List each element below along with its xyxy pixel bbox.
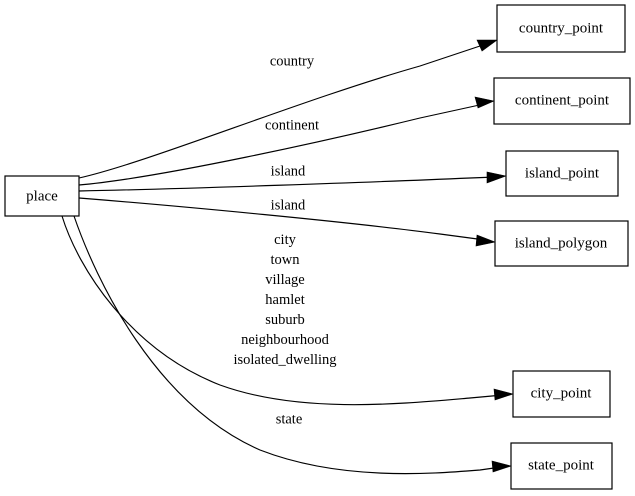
arrow-head-continent: [474, 96, 495, 109]
node-rect-continent-point: [493, 77, 631, 125]
edge-label-island-polygon: island: [271, 197, 306, 213]
edge-place-to-country-point[interactable]: [78, 39, 498, 179]
node-country-point[interactable]: country_point: [496, 4, 626, 53]
edge-path-state: [73, 215, 502, 475]
node-rect-country-point: [496, 4, 626, 53]
edge-label-country: country: [270, 53, 315, 69]
node-rect-island-polygon: [494, 220, 629, 267]
edge-label-city-multiline: city town village hamlet suburb neighbourhood…: [233, 232, 336, 368]
edge-place-to-state-point[interactable]: [73, 215, 513, 475]
edge-place-to-continent-point[interactable]: [78, 96, 495, 186]
node-island-polygon[interactable]: island_polygon: [494, 220, 629, 267]
node-rect-place: [4, 175, 80, 217]
edge-label-line: suburb: [265, 312, 304, 328]
node-label-country-point: country_point: [519, 20, 604, 36]
node-label-island-point: island_point: [525, 165, 600, 181]
edge-label-line: city: [274, 232, 296, 248]
node-rect-island-point: [505, 150, 619, 197]
edge-label-line: village: [265, 272, 304, 288]
arrow-head-island-polygon: [475, 234, 497, 247]
edge-label-continent: continent: [265, 117, 319, 133]
edge-path-island-polygon: [78, 197, 486, 241]
nodes-layer: place country_point continent_point isla…: [4, 4, 631, 490]
edge-label-line: hamlet: [265, 292, 304, 308]
node-rect-state-point: [510, 442, 613, 490]
edge-path-island-point: [78, 176, 497, 192]
node-rect-city-point: [512, 370, 611, 418]
arrow-head-state: [491, 460, 513, 473]
edge-path-country: [78, 43, 487, 179]
edges-layer: [61, 39, 515, 475]
edge-label-line: isolated_dwelling: [233, 352, 336, 368]
edge-path-city: [61, 215, 504, 406]
edge-label-line: neighbourhood: [241, 332, 330, 348]
edge-place-to-island-point[interactable]: [78, 171, 508, 192]
arrow-head-city: [493, 388, 515, 401]
edge-place-to-city-point[interactable]: [61, 215, 515, 406]
node-continent-point[interactable]: continent_point: [493, 77, 631, 125]
node-label-island-polygon: island_polygon: [515, 235, 608, 251]
node-label-city-point: city_point: [531, 385, 593, 401]
node-city-point[interactable]: city_point: [512, 370, 611, 418]
edge-label-island-point: island: [271, 163, 306, 179]
node-state-point[interactable]: state_point: [510, 442, 613, 490]
node-label-state-point: state_point: [528, 457, 595, 473]
arrow-head-country: [476, 39, 498, 52]
edge-place-to-island-polygon[interactable]: [78, 197, 497, 247]
edge-label-line: town: [271, 252, 301, 268]
edge-labels-layer: country continent island island city town…: [233, 53, 336, 427]
node-label-place: place: [26, 188, 58, 204]
node-island-point[interactable]: island_point: [505, 150, 619, 197]
edge-label-state: state: [276, 411, 303, 427]
edge-path-continent: [78, 103, 485, 186]
arrow-head-island-point: [486, 171, 508, 184]
node-place[interactable]: place: [4, 175, 80, 217]
node-label-continent-point: continent_point: [515, 92, 610, 108]
